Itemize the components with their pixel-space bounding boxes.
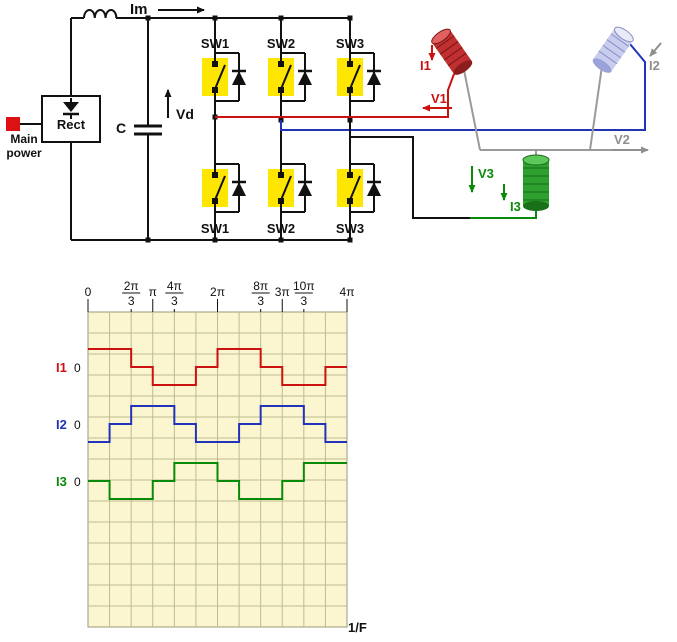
i3-label: I3 <box>510 199 521 214</box>
series-zero-label: 0 <box>74 361 81 375</box>
vd-label: Vd <box>176 106 194 122</box>
i1-label: I1 <box>420 58 431 73</box>
sw3-top-label: SW3 <box>335 36 365 51</box>
switch-sw3-bottom <box>335 162 383 214</box>
filter-inductor-icon <box>83 9 118 19</box>
dc-link-wires <box>20 17 352 241</box>
series-label-I2: I2 <box>56 417 67 432</box>
v2-label: V2 <box>614 132 630 147</box>
phase3-winding-coil <box>522 154 550 211</box>
im-label: Im <box>130 1 148 18</box>
phase3-wire <box>470 210 537 219</box>
v3-label: V3 <box>478 166 494 181</box>
switch-sw3-top <box>335 51 383 103</box>
phase1-wire <box>215 73 455 118</box>
x-tick-label: 8π <box>253 279 268 293</box>
x-tick-label: 3π <box>275 285 290 299</box>
phase3-wire-black-section <box>349 120 470 219</box>
series-zero-label: 0 <box>74 475 81 489</box>
sw3-bottom-label: SW3 <box>335 221 365 236</box>
waveform-I3 <box>88 462 347 500</box>
x-tick-label: 3 <box>257 294 264 308</box>
sw1-bottom-label: SW1 <box>200 221 230 236</box>
i2-label: I2 <box>649 58 660 73</box>
i2-current-arrow <box>649 42 662 57</box>
waveform-I1 <box>88 348 347 386</box>
x-tick-label: 3 <box>171 294 178 308</box>
x-tick-label: 3 <box>300 294 307 308</box>
sw1-top-label: SW1 <box>200 36 230 51</box>
x-tick-label: π <box>149 285 157 299</box>
x-tick-label: 4π <box>340 285 355 299</box>
sw2-bottom-label: SW2 <box>266 221 296 236</box>
main-power-source-icon <box>6 117 20 131</box>
capacitor-label: C <box>116 120 127 136</box>
main-power-label: Main power <box>6 132 42 160</box>
phase2-wire <box>280 43 646 131</box>
rectifier-label: Rect <box>56 117 86 132</box>
phase1-winding-coil <box>431 28 473 75</box>
phase2-winding-coil <box>592 26 634 73</box>
sw2-top-label: SW2 <box>266 36 296 51</box>
v1-label: V1 <box>431 91 447 106</box>
inverter-circuit-diagram <box>6 6 662 243</box>
rectifier-diode-icon <box>63 98 79 119</box>
switch-sw2-bottom <box>266 162 314 214</box>
x-tick-label: 3 <box>128 294 135 308</box>
x-tick-label: 2π <box>124 279 139 293</box>
x-tick-label: 2π <box>210 285 225 299</box>
series-label-I1: I1 <box>56 360 67 375</box>
series-label-I3: I3 <box>56 474 67 489</box>
x-tick-label: 0 <box>85 285 92 299</box>
x-tick-label: 4π <box>167 279 182 293</box>
star-connection-wires <box>463 65 612 157</box>
switch-sw1-top <box>200 51 248 103</box>
waveform-I2 <box>88 405 347 443</box>
switch-sw1-bottom <box>200 162 248 214</box>
x-axis-unit-label: 1/F <box>348 620 367 635</box>
x-tick-label: 10π <box>293 279 315 293</box>
dc-link-capacitor-icon <box>134 124 162 136</box>
series-zero-label: 0 <box>74 418 81 432</box>
switch-sw2-top <box>266 51 314 103</box>
